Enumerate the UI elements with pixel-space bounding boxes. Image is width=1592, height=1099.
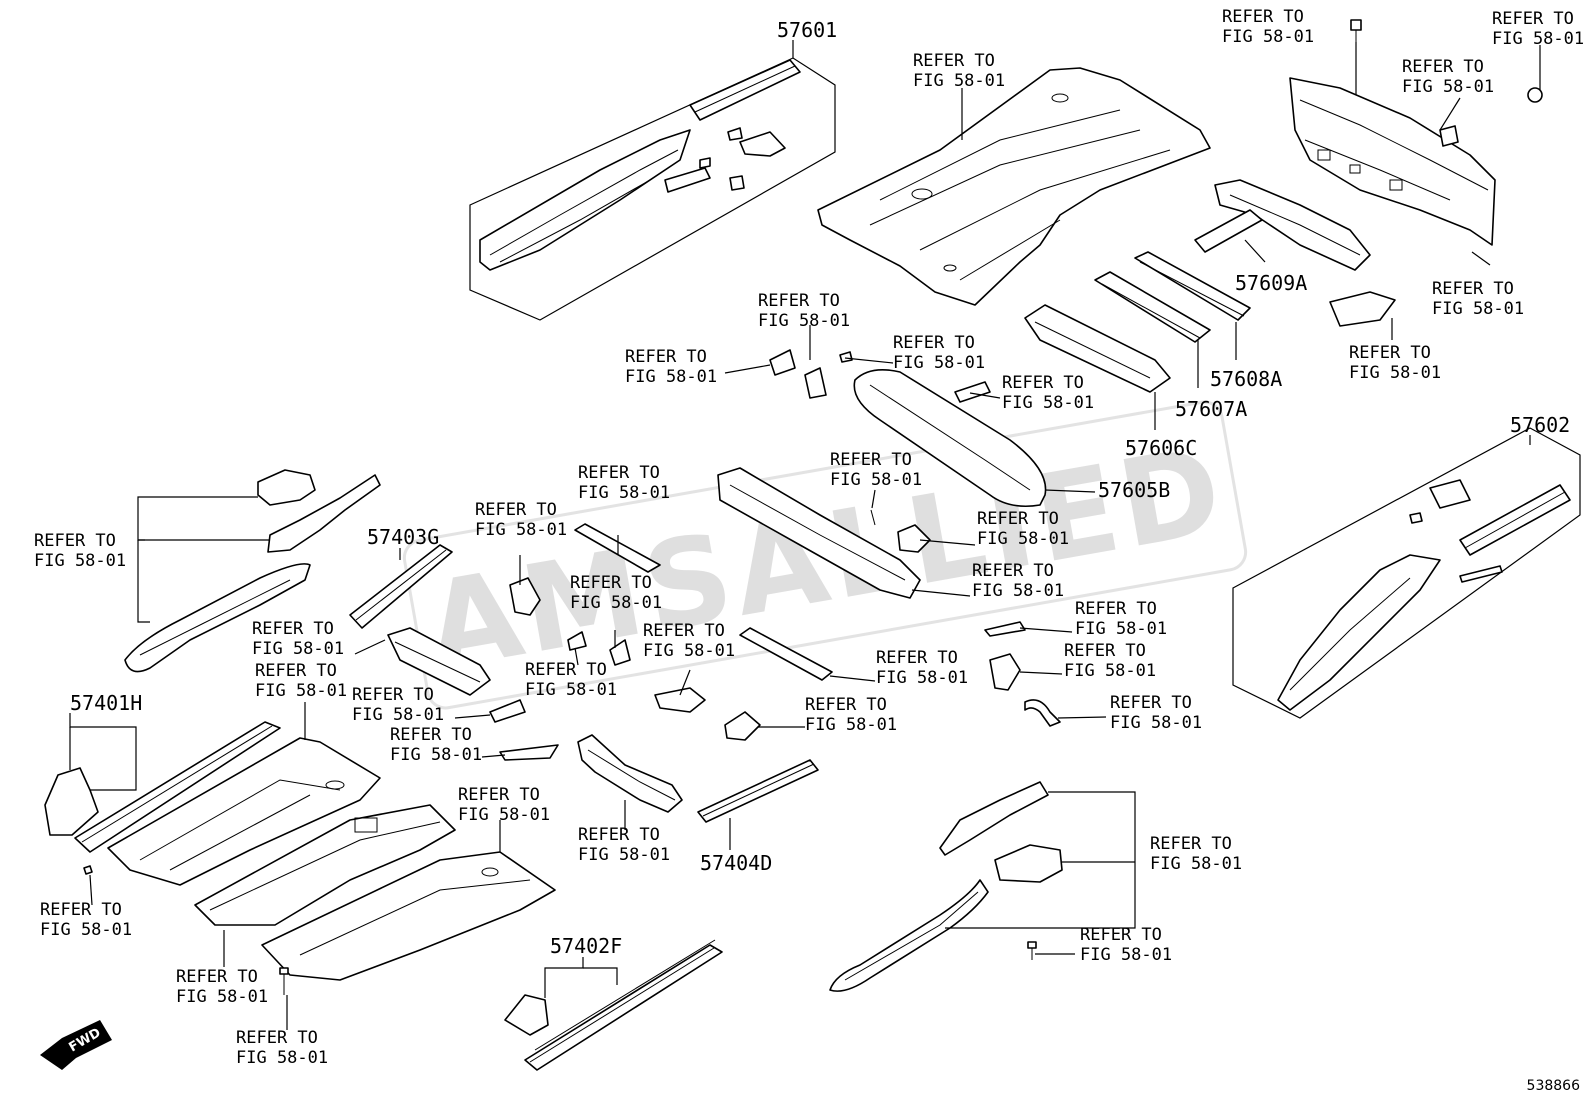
label-57609A: 57609A	[1235, 271, 1307, 295]
clip	[83, 865, 93, 875]
bolt	[1350, 19, 1362, 45]
part-outlines: FWD	[40, 19, 1581, 1071]
right-small-brackets	[897, 524, 1061, 727]
label-57606C: 57606C	[1125, 436, 1197, 460]
lower-right-parts	[829, 781, 1063, 992]
nut	[1527, 87, 1543, 103]
part-57404D	[697, 759, 819, 823]
bolt	[279, 967, 289, 995]
lower-floor-pan-center	[194, 804, 456, 926]
part-57605B	[853, 369, 1047, 508]
lower-floor-pan-right	[261, 851, 556, 981]
pin	[870, 509, 876, 526]
fwd-arrow-icon: FWD	[40, 1020, 112, 1070]
small-bracket	[769, 349, 991, 403]
part-57601	[479, 59, 801, 271]
part-57601-frame	[469, 57, 836, 321]
clip	[1439, 125, 1459, 147]
rear-panel	[1289, 77, 1496, 246]
part-57608A	[1134, 251, 1251, 321]
label-57404D: 57404D	[700, 851, 772, 875]
lower-floor-pan-left	[107, 737, 381, 886]
center-rail	[577, 734, 683, 813]
bracket	[1329, 291, 1396, 327]
part-57609A	[1194, 179, 1371, 271]
part-57402F	[504, 939, 723, 1071]
crossmember	[717, 467, 921, 599]
label-57608A: 57608A	[1210, 367, 1282, 391]
label-57607A: 57607A	[1175, 397, 1247, 421]
part-57607A	[1094, 271, 1211, 343]
leader-lines	[69, 40, 1541, 1030]
label-57602: 57602	[1510, 413, 1570, 437]
label-57601: 57601	[777, 18, 837, 42]
document-number: 538866	[1527, 1078, 1581, 1094]
part-57602-frame	[1232, 427, 1581, 719]
part-57401H	[44, 721, 281, 853]
label-57401H: 57401H	[70, 691, 142, 715]
left-upper-parts	[124, 469, 381, 673]
part-57602	[1277, 479, 1571, 711]
label-57403G: 57403G	[367, 525, 439, 549]
part-57606C	[1024, 304, 1171, 393]
upper-floor-pan	[817, 67, 1211, 306]
label-57605B: 57605B	[1098, 478, 1170, 502]
bolt	[1027, 941, 1037, 960]
part-code-labels: 57601 57602 57609A 57608A 57607A 57606C …	[70, 18, 1570, 958]
label-57402F: 57402F	[550, 934, 622, 958]
part-57403G	[349, 544, 453, 629]
